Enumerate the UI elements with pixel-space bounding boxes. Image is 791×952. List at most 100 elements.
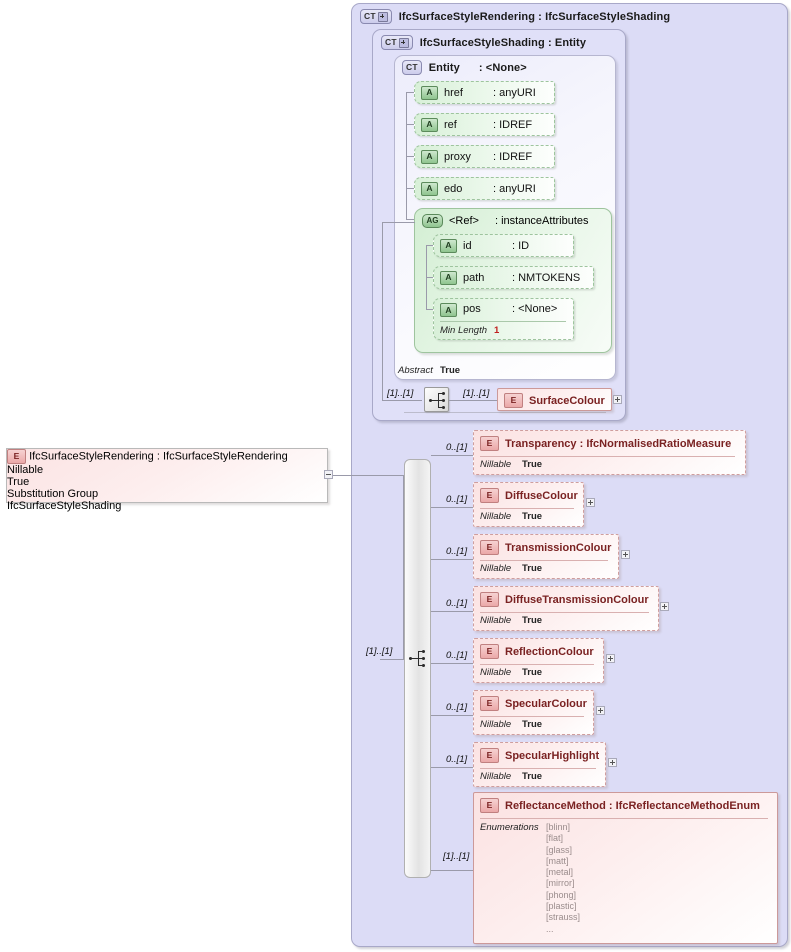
min-length-value: 1 (494, 325, 500, 336)
attribute-name: pos (463, 303, 481, 315)
attribute-pos[interactable]: A pos : <None> Min Length 1 (433, 298, 574, 340)
element-specularhighlight[interactable]: E SpecularHighlight Nillable True (473, 742, 606, 787)
seq-branch (438, 393, 443, 394)
element-reflectioncolour[interactable]: E ReflectionColour Nillable True (473, 638, 604, 683)
expand-diffusetransmissioncolour-icon[interactable] (660, 602, 669, 611)
ct-expand-badge[interactable]: CT (381, 35, 413, 50)
ct-badge-label: CT (385, 37, 397, 48)
complextype-label: IfcSurfaceStyleShading : Entity (419, 36, 587, 49)
element-substgroup-value: IfcSurfaceStyleShading (7, 500, 122, 512)
sequence-compositor-icon[interactable] (424, 387, 449, 412)
attr-tree-branch (406, 219, 416, 220)
attribute-badge: A (440, 270, 457, 285)
element-header: E TransmissionColour (480, 540, 611, 555)
element-nillable-value: True (7, 476, 30, 488)
child-occurrence: 0..[1] (446, 442, 468, 453)
expand-specularhighlight-icon[interactable] (608, 758, 617, 767)
element-label: TransmissionColour (505, 541, 612, 554)
attribute-badge: A (421, 149, 438, 164)
entity-abstract-value: True (440, 365, 461, 376)
element-badge: E (480, 592, 499, 607)
element-diffusecolour[interactable]: E DiffuseColour Nillable True (473, 482, 584, 527)
element-reflectancemethod[interactable]: E ReflectanceMethod : IfcReflectanceMeth… (473, 792, 778, 944)
element-label: ReflectionColour (505, 645, 594, 658)
rendering-link-line (333, 475, 403, 476)
complextype-ifcsurfacestyleshading-title: CT IfcSurfaceStyleShading : Entity (381, 35, 586, 50)
plus-icon[interactable] (377, 11, 388, 22)
attribute-type: : ID (512, 239, 530, 252)
element-panel-header: E IfcSurfaceStyleRendering : IfcSurfaceS… (7, 449, 327, 464)
attr-tree-branch (406, 188, 416, 189)
rendering-sequence-bar[interactable] (404, 459, 431, 878)
element-label: DiffuseTransmissionColour (505, 593, 649, 606)
element-specularcolour[interactable]: E SpecularColour Nillable True (473, 690, 594, 735)
element-surfacecolour[interactable]: E SurfaceColour (497, 388, 612, 411)
enumerations-key: Enumerations (480, 822, 539, 833)
collapse-rendering-icon[interactable] (324, 470, 333, 479)
element-badge: E (480, 488, 499, 503)
element-transmissioncolour[interactable]: E TransmissionColour Nillable True (473, 534, 619, 579)
seq-branch (418, 651, 423, 652)
element-surfacecolour-header: E SurfaceColour (504, 393, 605, 408)
shading-seq-line-vert (382, 222, 383, 401)
child-occurrence: 0..[1] (446, 650, 468, 661)
attribute-name: proxy (444, 150, 471, 163)
element-transparency[interactable]: E Transparency : IfcNormalisedRatioMeasu… (473, 430, 746, 475)
attribute-edo[interactable]: A edo : anyURI (414, 177, 555, 200)
attribute-name: href (444, 86, 463, 99)
seq-dot (409, 657, 412, 660)
element-ifcsurfacestylerendering-panel[interactable]: E IfcSurfaceStyleRendering : IfcSurfaceS… (6, 448, 328, 512)
attribute-path[interactable]: A path : NMTOKENS (433, 266, 594, 289)
element-prop-key: Nillable (480, 719, 512, 730)
attribute-type: : <None> (512, 303, 558, 315)
expand-specularcolour-icon[interactable] (596, 706, 605, 715)
element-badge: E (7, 449, 26, 464)
expand-reflectioncolour-icon[interactable] (606, 654, 615, 663)
enumerations-values: [blinn] [flat] [glass] [matt] [metal] [m… (546, 822, 581, 934)
expand-transmissioncolour-icon[interactable] (621, 550, 630, 559)
seq-branch (418, 658, 423, 659)
element-header: E ReflectionColour (480, 644, 594, 659)
shading-seq-left-occurrence: [1]..[1] (387, 388, 414, 399)
rendering-seq-in (380, 659, 404, 660)
ct-expand-badge[interactable]: CT (360, 9, 392, 24)
seq-dot (422, 664, 425, 667)
element-prop-value: True (522, 719, 543, 730)
seq-dot (442, 406, 445, 409)
attribute-href[interactable]: A href : anyURI (414, 81, 555, 104)
child-line (431, 559, 473, 560)
attribute-id[interactable]: A id : ID (433, 234, 574, 257)
shading-seq-line-right (449, 400, 497, 401)
element-prop-key: Nillable (480, 511, 512, 522)
attribute-ref[interactable]: A ref : IDREF (414, 113, 555, 136)
attr-tree-branch (406, 124, 416, 125)
element-label: SpecularColour (505, 697, 587, 710)
min-length-key: Min Length (440, 325, 488, 336)
element-header: E Transparency : IfcNormalisedRatioMeasu… (480, 436, 731, 451)
entity-label: Entity (428, 61, 460, 74)
expand-diffusecolour-icon[interactable] (586, 498, 595, 507)
element-header: E DiffuseColour (480, 488, 578, 503)
attribute-type: : anyURI (493, 182, 536, 195)
ag-tree-branch (426, 277, 435, 278)
element-badge: E (480, 644, 499, 659)
child-line (431, 715, 473, 716)
attribute-group-type: : instanceAttributes (494, 215, 589, 227)
attribute-badge: A (421, 85, 438, 100)
element-rule (480, 560, 608, 561)
element-label: SurfaceColour (529, 394, 605, 407)
rendering-sequence-icon[interactable] (405, 646, 430, 671)
element-panel-label: IfcSurfaceStyleRendering : IfcSurfaceSty… (29, 450, 288, 463)
expand-surfacecolour-icon[interactable] (613, 395, 622, 404)
child-occurrence: 0..[1] (446, 702, 468, 713)
attribute-name: id (463, 239, 472, 252)
attribute-badge: A (421, 117, 438, 132)
shading-seq-line-vert-top (382, 222, 415, 223)
element-label: ReflectanceMethod : IfcReflectanceMethod… (505, 799, 760, 812)
seq-dot (429, 399, 432, 402)
child-line (431, 870, 473, 871)
element-diffusetransmissioncolour[interactable]: E DiffuseTransmissionColour Nillable Tru… (473, 586, 659, 631)
attribute-proxy[interactable]: A proxy : IDREF (414, 145, 555, 168)
plus-icon[interactable] (398, 37, 409, 48)
attribute-name: path (463, 271, 485, 284)
